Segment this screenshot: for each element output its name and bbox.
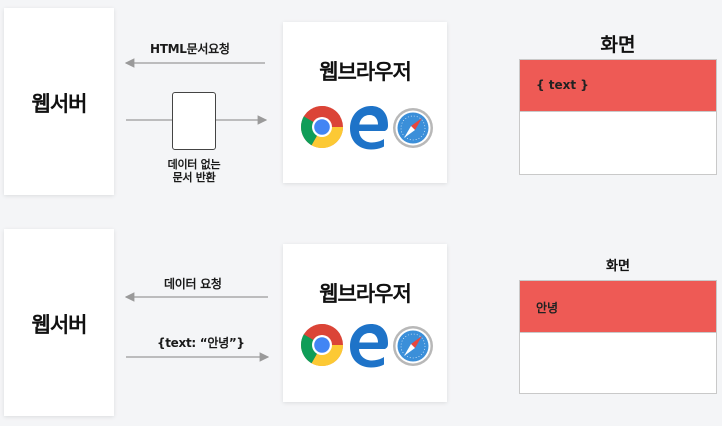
row1-screen: { text }	[519, 59, 717, 175]
row2-web-browser-card: 웹브라우저	[283, 244, 447, 402]
edge-icon	[350, 324, 388, 368]
chrome-icon	[300, 105, 343, 149]
row1-response-caption: 데이터 없는 문서 반환	[150, 158, 238, 184]
row1-response-caption-line1: 데이터 없는	[167, 158, 221, 171]
row1-document-icon	[172, 92, 216, 150]
row1-web-server-card: 웹서버	[4, 8, 114, 195]
row1-request-label: HTML문서요청	[150, 42, 230, 56]
row1-web-browser-card: 웹브라우저	[283, 22, 447, 183]
row2-web-server-label: 웹서버	[31, 313, 88, 337]
row2-web-browser-label: 웹브라우저	[319, 282, 412, 306]
row1-screen-bar	[520, 60, 716, 112]
row1-web-browser-label: 웹브라우저	[319, 60, 412, 84]
row1-web-server-label: 웹서버	[31, 92, 88, 116]
edge-icon	[350, 106, 388, 150]
row1-screen-title: 화면	[600, 34, 636, 56]
row2-screen-bar	[520, 281, 716, 333]
row2-screen-title: 화면	[606, 259, 630, 274]
safari-icon	[393, 108, 433, 148]
row1-screen-content: { text }	[536, 78, 589, 92]
row2-request-label: 데이터 요청	[164, 277, 222, 291]
chrome-icon	[300, 324, 343, 367]
row2-web-server-card: 웹서버	[4, 229, 114, 416]
row2-screen-content: 안녕	[536, 301, 559, 315]
row2-screen: 안녕	[519, 280, 717, 394]
row2-response-label: {text: “안녕”}	[157, 336, 245, 350]
safari-icon	[393, 326, 433, 366]
row1-response-caption-line2: 문서 반환	[172, 171, 216, 184]
